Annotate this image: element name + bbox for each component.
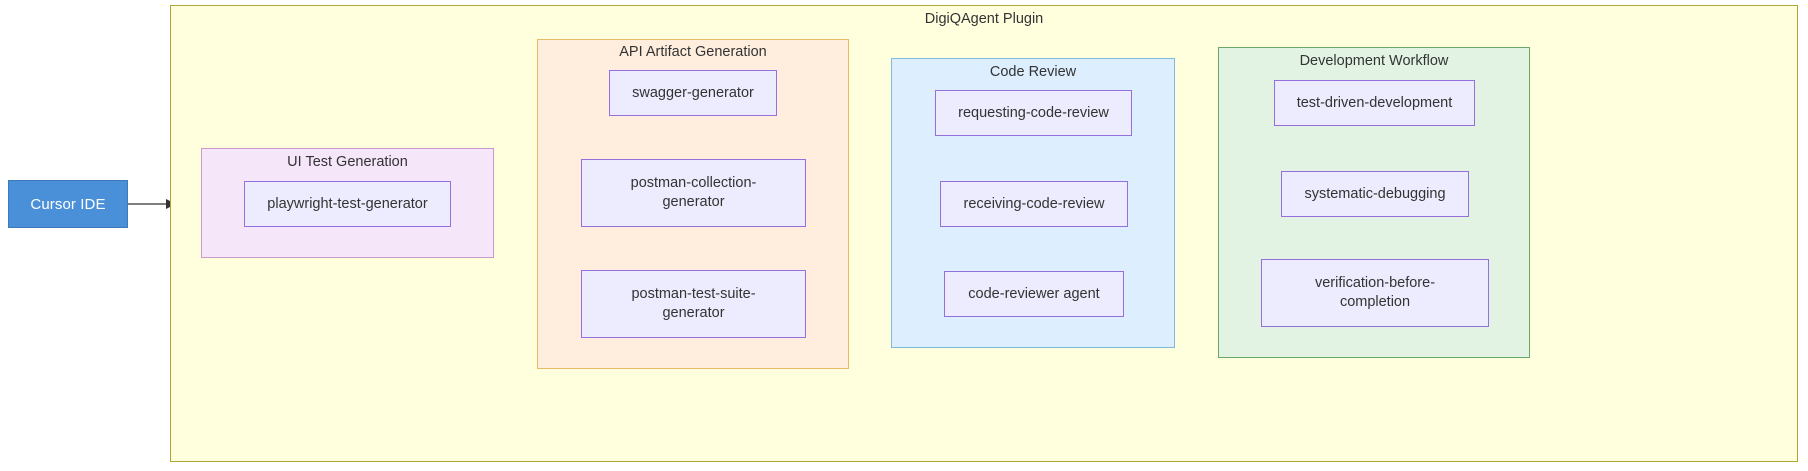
- node-verification-before-completion[interactable]: verification-before- completion: [1261, 259, 1489, 327]
- node-postman-collection-generator-label-line-1: postman-collection-: [630, 175, 757, 191]
- cluster-code-review-title: Code Review: [989, 64, 1077, 80]
- node-code-reviewer-agent[interactable]: code-reviewer agent: [944, 271, 1124, 317]
- node-postman-test-suite-generator[interactable]: postman-test-suite- generator: [581, 270, 806, 338]
- node-postman-test-suite-generator-label-line-1: postman-test-suite-: [631, 286, 756, 302]
- node-verification-before-completion-label-line-1: verification-before-: [1314, 275, 1436, 291]
- cluster-ui-test-generation-title: UI Test Generation: [287, 154, 408, 170]
- node-receiving-code-review[interactable]: receiving-code-review: [940, 181, 1128, 227]
- node-cursor-ide[interactable]: Cursor IDE: [8, 180, 128, 228]
- node-cursor-ide-label: Cursor IDE: [30, 195, 106, 213]
- cluster-development-workflow-title: Development Workflow: [1299, 53, 1449, 69]
- node-test-driven-development-label: test-driven-development: [1296, 94, 1453, 111]
- node-verification-before-completion-label-line-2: completion: [1339, 294, 1411, 310]
- node-requesting-code-review-label: requesting-code-review: [958, 104, 1109, 121]
- node-postman-test-suite-generator-label-line-2: generator: [662, 305, 725, 321]
- cluster-digiqagent-plugin-title: DigiQAgent Plugin: [924, 11, 1044, 27]
- node-swagger-generator-label: swagger-generator: [632, 84, 754, 101]
- node-receiving-code-review-label: receiving-code-review: [963, 195, 1105, 212]
- node-postman-collection-generator[interactable]: postman-collection- generator: [581, 159, 806, 227]
- node-swagger-generator[interactable]: swagger-generator: [609, 70, 777, 116]
- node-playwright-test-generator-label: playwright-test-generator: [267, 195, 428, 212]
- node-postman-collection-generator-label-line-2: generator: [662, 194, 725, 210]
- edge-cursor-ide-to-plugin: [128, 199, 176, 209]
- node-playwright-test-generator[interactable]: playwright-test-generator: [244, 181, 451, 227]
- node-code-reviewer-agent-label: code-reviewer agent: [968, 285, 1100, 302]
- node-systematic-debugging-label: systematic-debugging: [1304, 185, 1446, 202]
- node-test-driven-development[interactable]: test-driven-development: [1274, 80, 1475, 126]
- node-systematic-debugging[interactable]: systematic-debugging: [1281, 171, 1469, 217]
- node-requesting-code-review[interactable]: requesting-code-review: [935, 90, 1132, 136]
- cluster-api-artifact-generation-title: API Artifact Generation: [619, 44, 767, 60]
